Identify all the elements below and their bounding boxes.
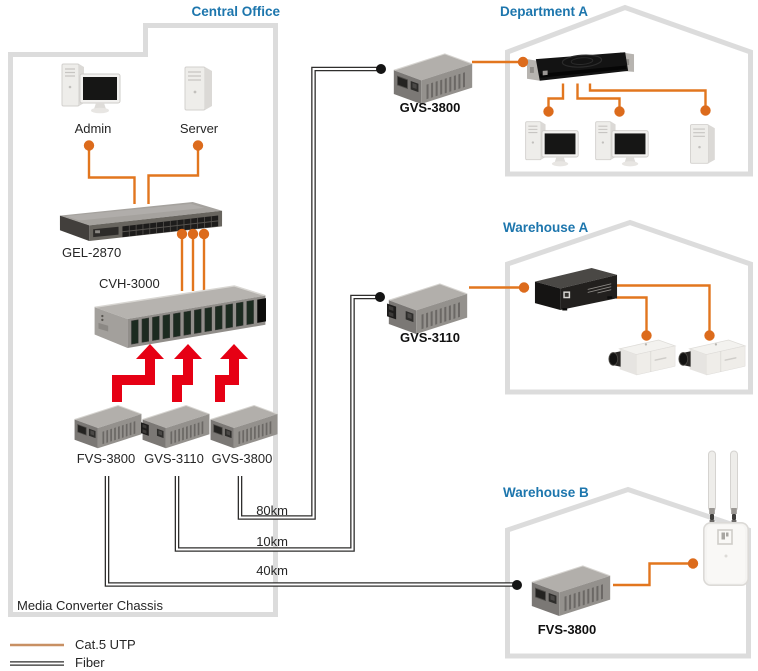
media-converter-chassis-note: Media Converter Chassis <box>17 598 163 613</box>
fiber-endpoint-dot <box>512 580 522 590</box>
department-a-outline <box>505 4 753 177</box>
red-arrow-icon <box>172 344 202 402</box>
uplink-arrows <box>112 344 248 402</box>
gvs-3110-label: GVS-3110 <box>144 451 204 466</box>
cat5-deptswitch-to-pc2 <box>576 83 621 108</box>
cat5-nvr-to-camera1 <box>616 296 648 332</box>
cat5-endpoint-dot <box>614 106 625 117</box>
cat5-links <box>10 60 711 647</box>
legend-fiber-label: Fiber <box>75 655 105 670</box>
area-label-central-office: Central Office <box>191 4 280 19</box>
red-arrow-icon <box>112 344 164 402</box>
cat5-nvr-to-camera2 <box>616 284 711 332</box>
cat5-admin-to-switch <box>87 148 136 204</box>
cat5-fvs3800-to-ap <box>613 562 689 587</box>
server-label: Server <box>179 121 219 136</box>
cat5-endpoint-dot <box>517 56 529 68</box>
fiber-endpoint-dot <box>376 64 386 74</box>
gvs-3800-label: GVS-3800 <box>211 451 273 466</box>
cat5-endpoint-dot <box>176 228 188 240</box>
cat5-endpoints <box>83 56 715 569</box>
cat5-endpoint-dot <box>518 282 530 293</box>
cat5-endpoint-dot <box>641 330 652 341</box>
distance-label-10km: 10km <box>256 534 288 549</box>
warehouse-a-outline <box>505 219 753 395</box>
cat5-endpoint-dot <box>700 105 711 116</box>
gvs-3800-remote-label: GVS-3800 <box>399 100 461 115</box>
cat5-endpoint-dot <box>687 558 699 569</box>
building-outlines <box>8 4 753 659</box>
distance-label-80km: 80km <box>256 503 288 518</box>
admin-label: Admin <box>74 121 112 136</box>
cat5-deptswitch-to-tower <box>588 83 707 107</box>
cat5-endpoint-dot <box>192 140 204 151</box>
area-label-warehouse-a: Warehouse A <box>503 220 589 235</box>
area-label-warehouse-b: Warehouse B <box>503 485 589 500</box>
cat5-endpoint-dot <box>198 228 210 240</box>
gel-2870-label: GEL-2870 <box>62 245 122 260</box>
cat5-endpoint-dot <box>83 140 95 151</box>
warehouse-b-outline <box>505 486 751 659</box>
fiber-endpoint-dot <box>375 292 385 302</box>
cat5-endpoint-dot <box>187 228 199 240</box>
central-office-outline <box>8 23 278 617</box>
fiber-endpoints <box>375 64 522 590</box>
cat5-server-to-switch <box>147 148 200 204</box>
distance-label-40km: 40km <box>256 563 288 578</box>
fvs-3800-remote-label: FVS-3800 <box>537 622 597 637</box>
fiber-links <box>10 66 513 666</box>
cat5-endpoint-dot <box>704 330 715 341</box>
cat5-deptswitch-to-pc1 <box>547 83 565 108</box>
red-arrow-icon <box>215 344 248 402</box>
cat5-endpoint-dot <box>543 106 554 117</box>
area-label-department-a: Department A <box>500 4 589 19</box>
fvs-3800-label: FVS-3800 <box>76 451 136 466</box>
cvh-3000-label: CVH-3000 <box>99 276 160 291</box>
legend-cat5-label: Cat.5 UTP <box>75 637 136 652</box>
gvs-3110-remote-label: GVS-3110 <box>400 330 460 345</box>
